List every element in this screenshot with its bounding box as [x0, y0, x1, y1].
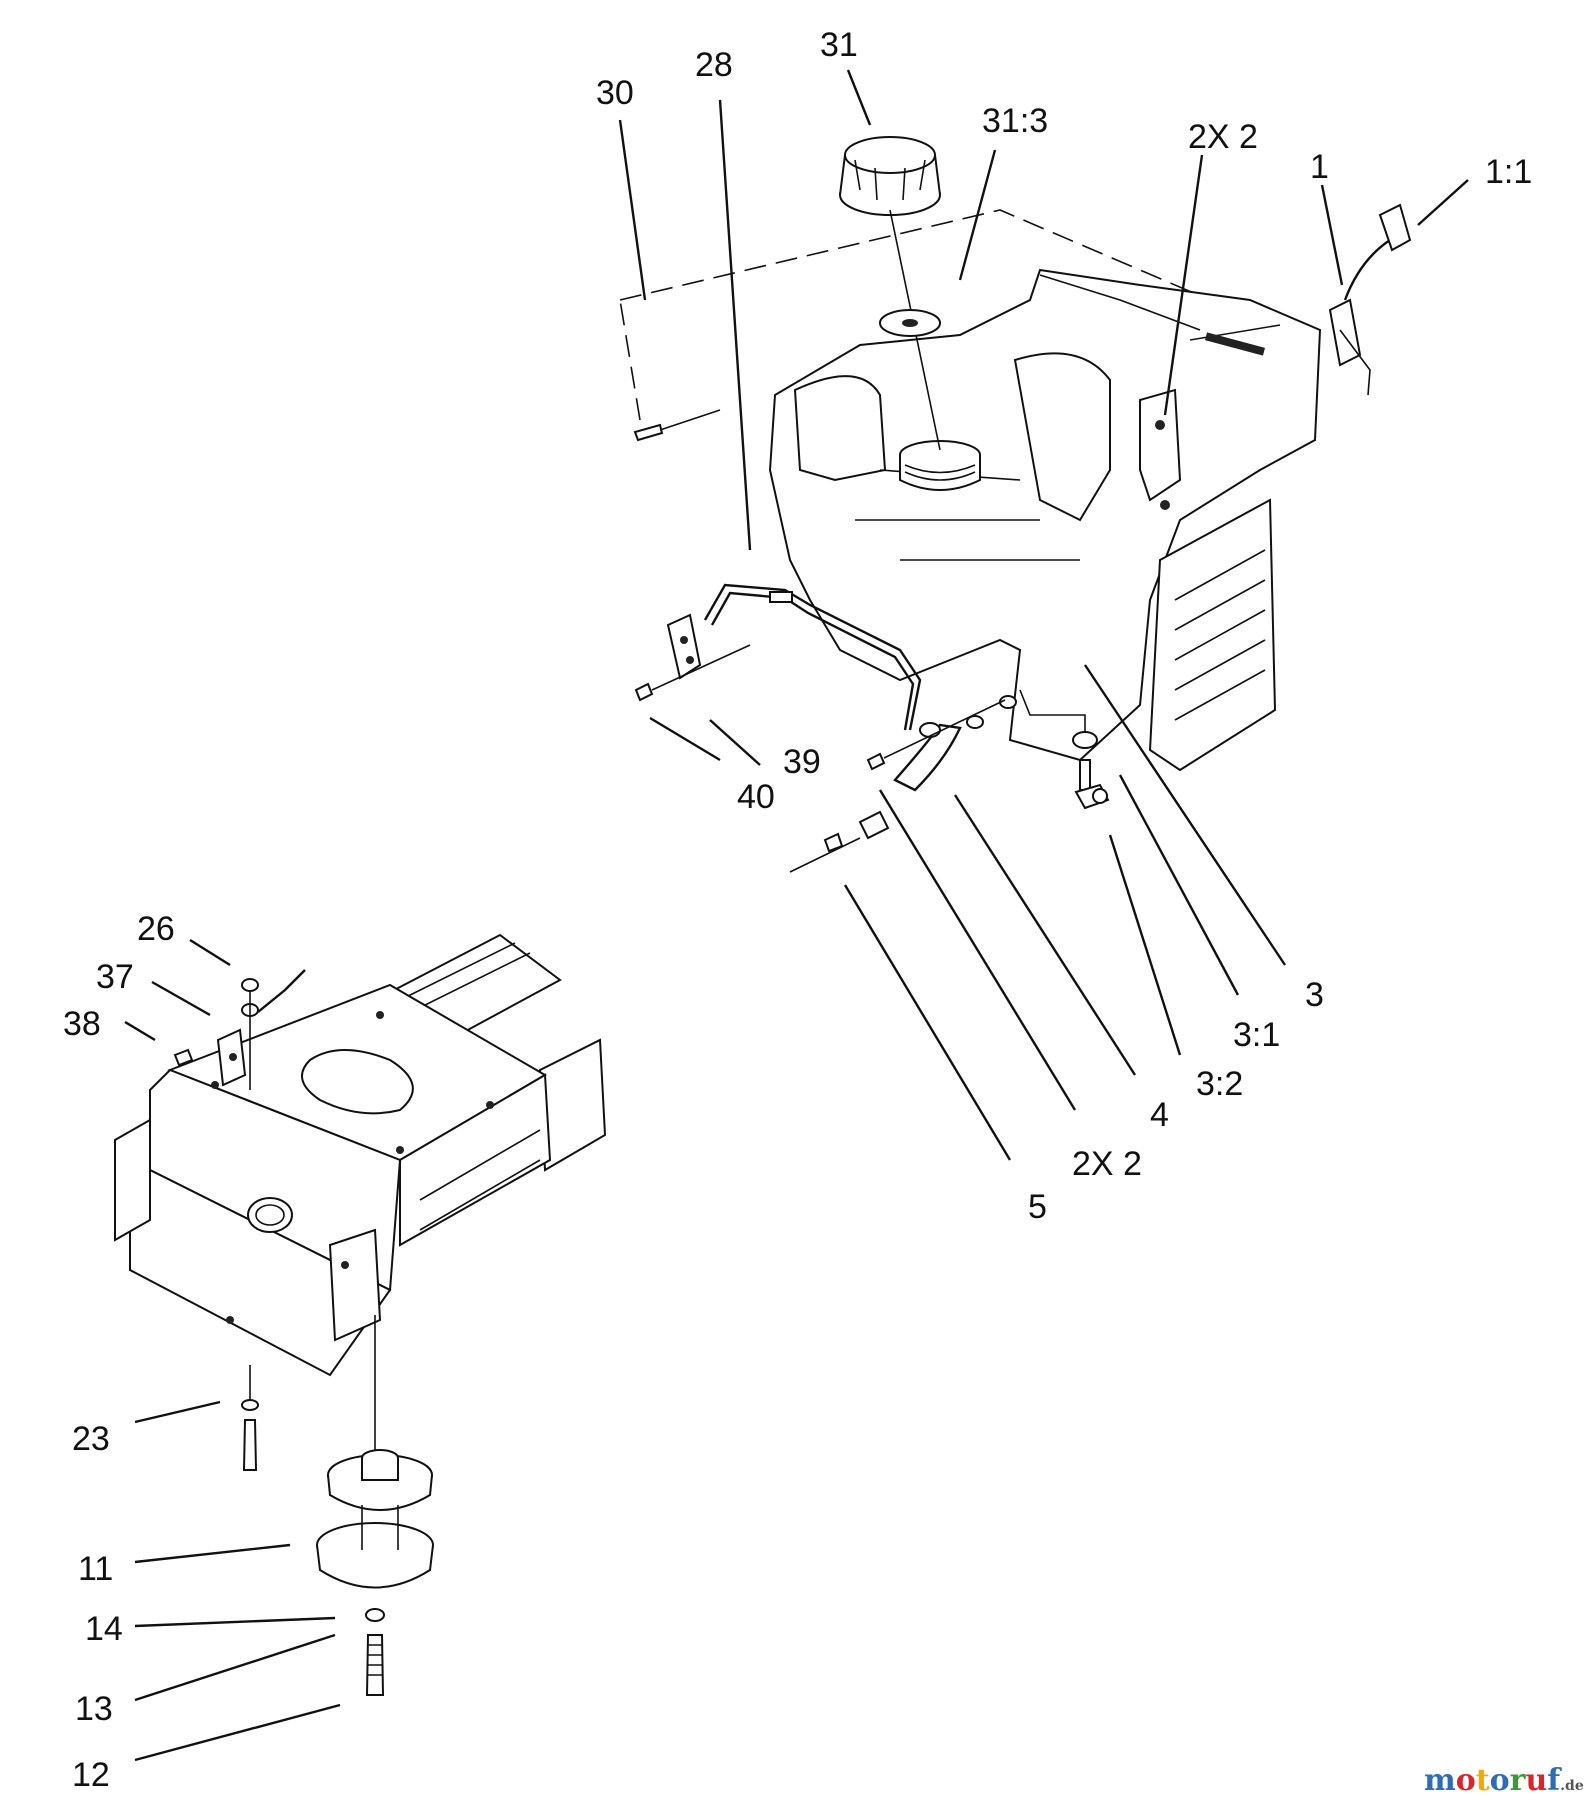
fuel-cap [839, 136, 941, 451]
chassis-frame [114, 933, 607, 1377]
callout-1: 1 [1310, 148, 1329, 186]
motoruf-watermark: motoruf.de [1424, 1763, 1584, 1798]
callout-31-3: 31:3 [982, 102, 1048, 140]
fuel-valve-parts [789, 689, 1110, 873]
callout-39: 39 [783, 743, 821, 781]
callout-37: 37 [96, 958, 134, 996]
callout-4: 4 [1150, 1096, 1169, 1134]
callout-14: 14 [85, 1610, 123, 1648]
watermark-letter: o [1490, 1763, 1510, 1798]
leader-lines [124, 69, 1469, 1762]
callout-12: 12 [72, 1756, 110, 1794]
watermark-letter: o [1456, 1763, 1476, 1798]
watermark-letter: t [1476, 1763, 1490, 1798]
pin-30-part [633, 409, 721, 442]
watermark-letter: u [1525, 1763, 1547, 1798]
callout-31: 31 [820, 26, 858, 64]
callout-1-1: 1:1 [1485, 153, 1532, 191]
fuel-line [703, 583, 922, 731]
watermark-letter: m [1424, 1763, 1456, 1798]
switch-assembly [1328, 203, 1412, 396]
fuel-tank-assembly [619, 209, 1322, 772]
callout-26: 26 [137, 910, 175, 948]
callout-30: 30 [596, 74, 634, 112]
callout-3-1: 3:1 [1233, 1016, 1280, 1054]
callout-labels: 30 28 31 31:3 2X 2 1 1:1 39 40 3 3:1 3:2… [63, 26, 1532, 1794]
pulley-assembly [241, 1315, 434, 1696]
callout-40: 40 [737, 778, 775, 816]
watermark-letter: f [1547, 1763, 1562, 1798]
ground-strap-parts [173, 969, 306, 1090]
callout-13: 13 [75, 1690, 113, 1728]
tank-rear-shroud [1148, 498, 1277, 772]
fuel-tank [768, 268, 1322, 762]
callout-11: 11 [78, 1550, 113, 1588]
watermark-suffix: .de [1560, 1778, 1584, 1794]
callout-2x2-bottom: 2X 2 [1072, 1145, 1142, 1183]
callout-38: 38 [63, 1005, 101, 1043]
callout-2x2-top: 2X 2 [1188, 118, 1258, 156]
bracket-39-part [634, 613, 751, 702]
callout-28: 28 [695, 46, 733, 84]
callout-3: 3 [1305, 976, 1324, 1014]
svg-text:motoruf.de: motoruf.de [1424, 1763, 1584, 1798]
watermark-letter: r [1510, 1763, 1527, 1798]
callout-3-2: 3:2 [1196, 1065, 1243, 1103]
callout-5: 5 [1028, 1188, 1047, 1226]
callout-23: 23 [72, 1420, 110, 1458]
